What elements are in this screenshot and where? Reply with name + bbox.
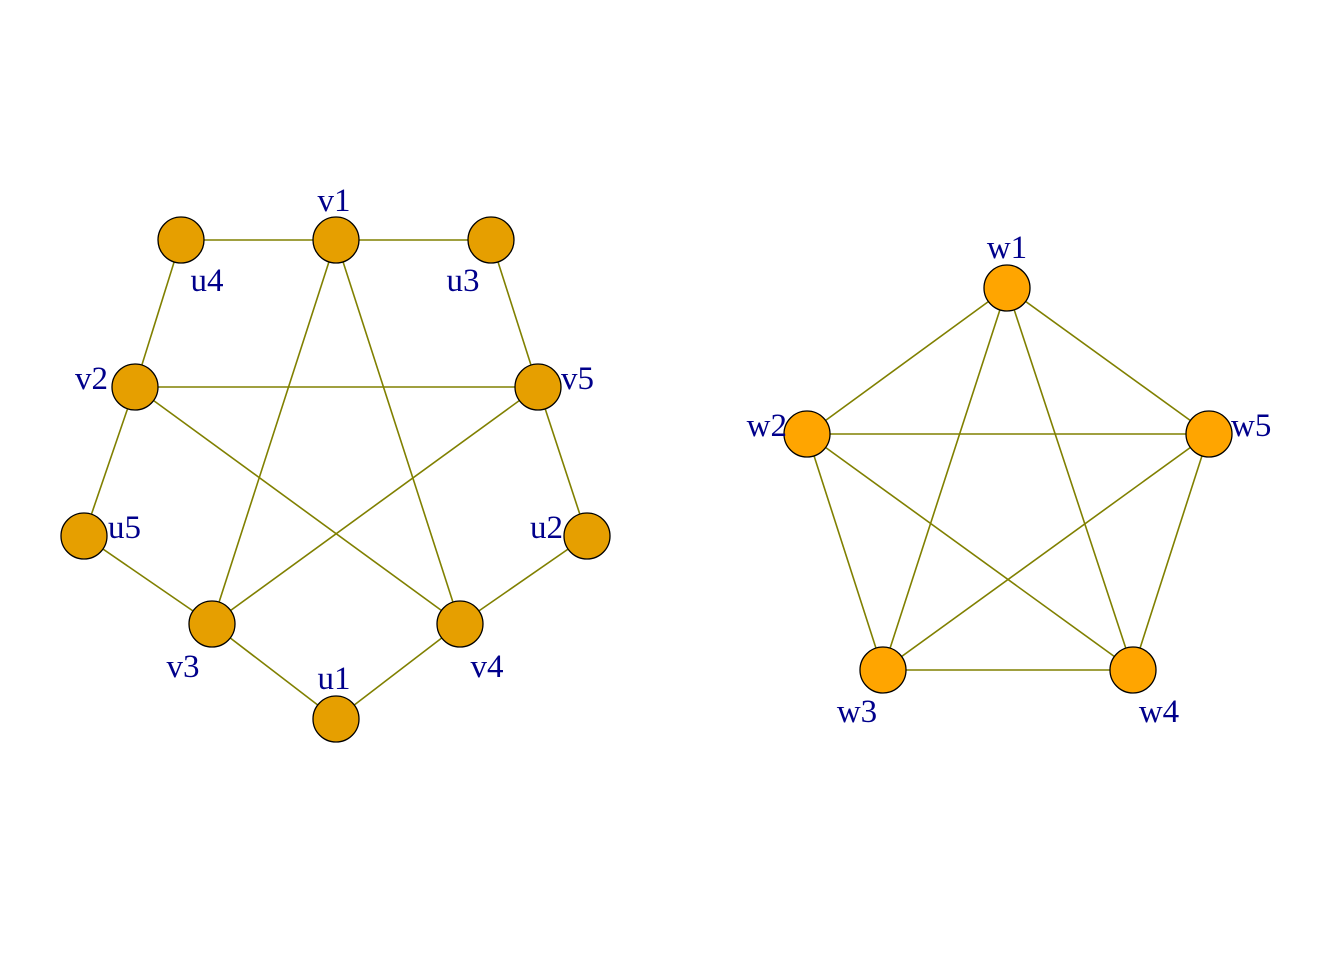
node-v4 [436,600,484,648]
node-label-w3: w3 [837,694,877,730]
edge-v5-u2 [537,386,588,537]
edge-w4-w5 [1132,433,1210,671]
node-label-w1: w1 [987,230,1027,266]
node-label-v3: v3 [167,649,200,685]
edge-w1-w4 [1006,287,1134,671]
node-v5 [514,363,562,411]
node-u2 [563,512,611,560]
node-label-u3: u3 [447,263,480,299]
edge-w1-w5 [1006,287,1210,435]
node-u3 [467,216,515,264]
node-w4 [1109,646,1157,694]
edge-u1-v3 [211,623,337,720]
node-label-u1: u1 [318,661,351,697]
edge-v4-u1 [335,623,461,720]
graph-1-edges [83,239,588,720]
edge-v2-u4 [134,239,182,388]
edge-w2-w3 [806,433,884,671]
node-v1 [312,216,360,264]
edge-w1-w2 [806,287,1008,435]
node-label-v5: v5 [561,361,594,397]
node-label-u4: u4 [191,263,224,299]
node-w1 [983,264,1031,312]
node-label-w5: w5 [1231,408,1271,444]
edge-v2-v4 [134,386,461,625]
node-label-v4: v4 [471,649,504,685]
edge-v3-u5 [83,535,213,625]
node-label-u2: u2 [530,510,563,546]
edge-w1-w3 [882,287,1008,671]
edge-w3-w5 [882,433,1210,671]
node-label-w4: w4 [1139,694,1179,730]
edge-v1-v3 [211,239,337,625]
edge-u5-v2 [83,386,136,537]
node-w5 [1185,410,1233,458]
node-u1 [312,695,360,743]
node-w3 [859,646,907,694]
node-u4 [157,216,205,264]
edge-u3-v5 [490,239,539,388]
node-v3 [188,600,236,648]
node-label-v2: v2 [75,361,108,397]
edge-w2-w4 [806,433,1134,671]
node-u5 [60,512,108,560]
node-v2 [111,363,159,411]
node-label-w2: w2 [747,408,787,444]
graph-2: w1 w2 w3 w4 w5 [747,230,1272,730]
graph-1-labels: v1 v2 v3 v4 v5 u1 u2 u3 u4 u5 [75,183,594,697]
node-w2 [783,410,831,458]
graph-1: v1 v2 v3 v4 v5 u1 u2 u3 u4 u5 [60,183,611,743]
node-label-u5: u5 [108,510,141,546]
graph-2-edges [806,287,1210,671]
graph-2-labels: w1 w2 w3 w4 w5 [747,230,1272,730]
graph-2-nodes [783,264,1233,694]
edge-v1-v4 [335,239,461,625]
node-label-v1: v1 [318,183,351,219]
edge-v3-v5 [211,386,539,625]
edge-u2-v4 [459,535,588,625]
graph-1-nodes [60,216,611,743]
